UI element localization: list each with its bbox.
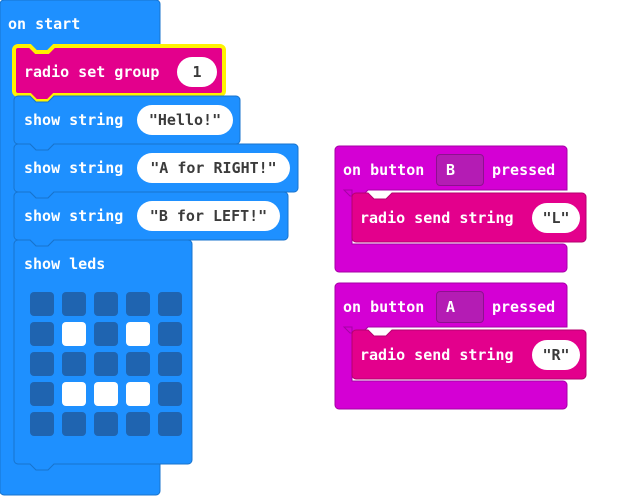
on-button-prefix-label: on button <box>343 298 425 316</box>
on-button-a-block[interactable] <box>334 282 568 410</box>
show-string-label: show string <box>24 159 124 177</box>
on-button-b-block[interactable] <box>334 145 568 273</box>
led-grid <box>30 292 182 436</box>
led-cell[interactable] <box>30 412 54 436</box>
string-input-hello[interactable]: "Hello!" <box>137 105 233 135</box>
led-cell[interactable] <box>126 322 150 346</box>
button-b-dropdown-value: B <box>446 161 456 179</box>
led-cell[interactable] <box>158 292 182 316</box>
led-cell[interactable] <box>94 322 118 346</box>
led-cell[interactable] <box>62 292 86 316</box>
led-cell[interactable] <box>94 382 118 406</box>
led-cell[interactable] <box>62 322 86 346</box>
led-cell[interactable] <box>30 382 54 406</box>
radio-send-string-label: radio send string <box>360 346 514 364</box>
pressed-label: pressed <box>492 161 556 179</box>
show-string-label: show string <box>24 207 124 225</box>
radio-send-l-block[interactable] <box>351 192 587 243</box>
led-cell[interactable] <box>94 292 118 316</box>
led-cell[interactable] <box>126 412 150 436</box>
led-cell[interactable] <box>158 412 182 436</box>
button-b-dropdown[interactable]: B <box>436 154 484 186</box>
radio-group-number-input[interactable]: 1 <box>177 57 217 87</box>
send-string-input-r[interactable]: "R" <box>532 340 580 370</box>
led-cell[interactable] <box>94 412 118 436</box>
led-cell[interactable] <box>62 382 86 406</box>
led-cell[interactable] <box>62 352 86 376</box>
led-cell[interactable] <box>30 352 54 376</box>
show-string-label: show string <box>24 111 124 129</box>
pressed-label: pressed <box>492 298 556 316</box>
radio-set-group-label: radio set group <box>24 63 160 81</box>
on-button-prefix-label: on button <box>343 161 425 179</box>
led-cell[interactable] <box>62 412 86 436</box>
send-string-input-l[interactable]: "L" <box>532 203 580 233</box>
led-cell[interactable] <box>126 352 150 376</box>
radio-send-string-label: radio send string <box>360 209 514 227</box>
string-input-b-for-left[interactable]: "B for LEFT!" <box>137 201 280 231</box>
led-cell[interactable] <box>30 292 54 316</box>
led-cell[interactable] <box>126 292 150 316</box>
led-cell[interactable] <box>30 322 54 346</box>
on-start-label: on start <box>8 15 81 33</box>
led-cell[interactable] <box>126 382 150 406</box>
led-cell[interactable] <box>158 382 182 406</box>
button-a-dropdown[interactable]: A <box>436 291 484 323</box>
led-cell[interactable] <box>94 352 118 376</box>
radio-set-group-block[interactable] <box>12 44 226 103</box>
show-leds-label: show leds <box>24 255 106 273</box>
string-input-a-for-right[interactable]: "A for RIGHT!" <box>137 153 290 183</box>
led-cell[interactable] <box>158 322 182 346</box>
radio-send-r-block[interactable] <box>351 329 587 380</box>
button-a-dropdown-value: A <box>446 298 456 316</box>
led-cell[interactable] <box>158 352 182 376</box>
